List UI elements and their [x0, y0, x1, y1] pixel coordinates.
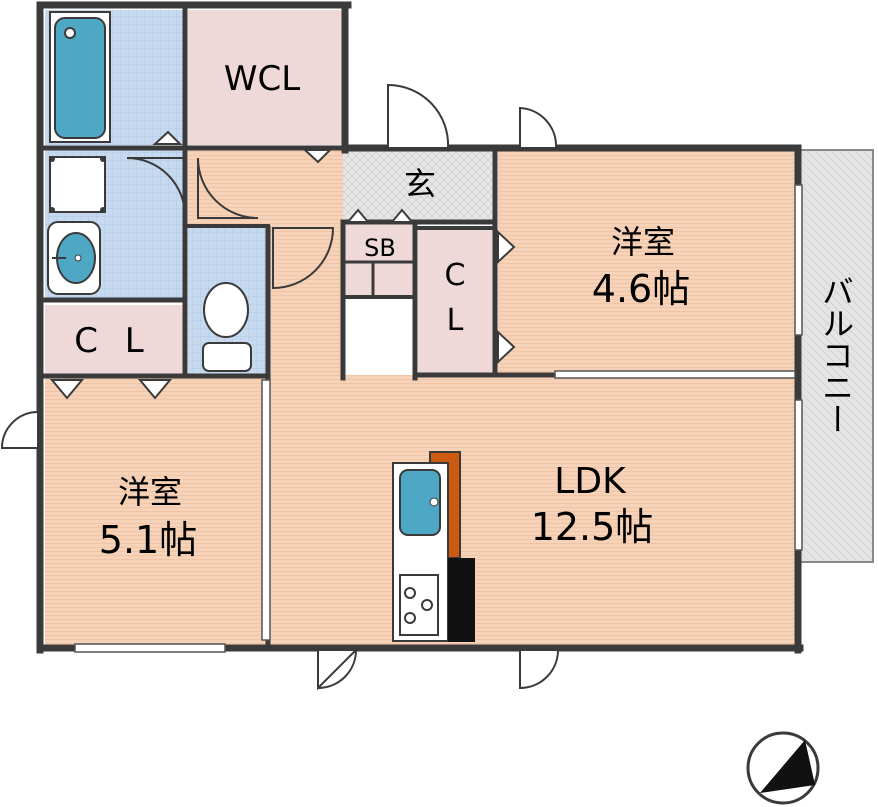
western-room-a-floor — [498, 150, 795, 375]
windows — [74, 184, 803, 653]
closet-doors — [49, 130, 516, 400]
svg-text:C: C — [445, 258, 466, 293]
ldk-size: 12.5帖 — [531, 505, 654, 549]
closet-small-label: C L — [445, 258, 466, 338]
sb-floor — [343, 222, 415, 297]
closet-left-floor — [45, 305, 185, 375]
western-room-a-size: 4.6帖 — [592, 267, 690, 311]
western-room-b-floor — [45, 378, 268, 645]
bathtub-icon — [49, 11, 111, 143]
north-compass-icon — [746, 731, 820, 805]
hallway-floor — [270, 228, 345, 378]
washing-machine-icon — [49, 156, 106, 213]
toilet-icon — [202, 282, 252, 372]
entrance-floor — [343, 150, 495, 222]
closet-small-floor — [418, 228, 498, 373]
western-room-b-name: 洋室 — [118, 473, 182, 511]
kitchen-counter-icon — [392, 451, 475, 642]
western-room-b-size: 5.1帖 — [99, 518, 197, 562]
genkan-label: 玄 — [404, 165, 436, 203]
wcl-floor — [188, 10, 343, 145]
sink-icon — [47, 221, 101, 295]
balcony-floor — [799, 149, 874, 563]
balcony-label: バルコニー — [817, 275, 855, 435]
doors — [0, 83, 560, 691]
ldk-floor — [270, 375, 798, 645]
wcl-label: WCL — [224, 59, 300, 99]
svg-text:L: L — [447, 303, 464, 338]
hallway-floor-top — [188, 150, 343, 228]
western-room-a-name: 洋室 — [611, 223, 675, 261]
sb-label: SB — [364, 234, 396, 262]
closet-left-label: C L — [74, 321, 152, 361]
ldk-name: LDK — [554, 461, 627, 502]
